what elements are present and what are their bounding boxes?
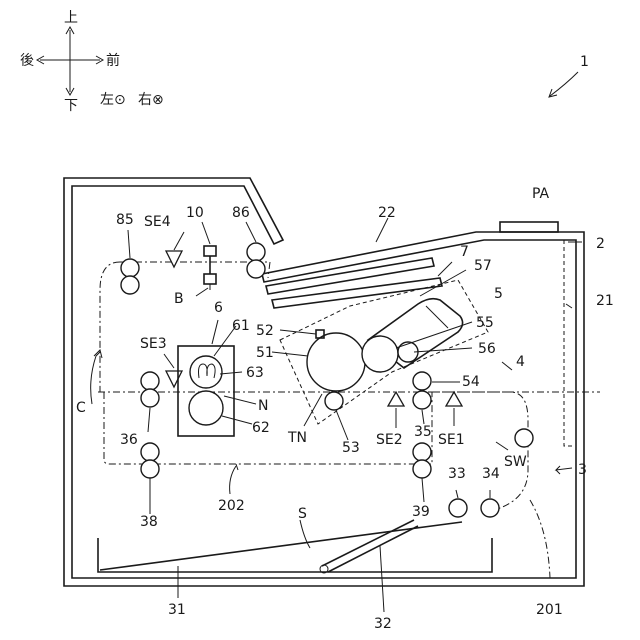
side-cover: [564, 240, 572, 446]
label-se4: SE4: [144, 214, 171, 230]
label-85: 85: [116, 212, 134, 228]
label-21: 21: [596, 293, 614, 309]
left-label: 左⊙: [100, 92, 126, 108]
operation-panel: [500, 222, 558, 232]
label-36: 36: [120, 432, 138, 448]
up-label: 上: [64, 10, 78, 26]
label-se2: SE2: [376, 432, 403, 448]
label-51: 51: [256, 345, 274, 361]
sensor-se1: [446, 392, 462, 406]
label-63: 63: [246, 365, 264, 381]
label-se3: SE3: [140, 336, 167, 352]
roller-36a: [141, 372, 159, 390]
label-39: 39: [412, 504, 430, 520]
orientation-compass: 上 下 後 前 左⊙ 右⊗: [20, 10, 164, 114]
roller-38a: [141, 443, 159, 461]
label-33: 33: [448, 466, 466, 482]
label-38: 38: [140, 514, 158, 530]
device-leader-arrow: [550, 72, 578, 96]
label-32: 32: [374, 616, 392, 632]
pressure-roller-62: [189, 391, 223, 425]
paper-path-201: [530, 500, 550, 578]
reference-labels: PA SE4 10 85 86 22 2 7 57 21 B 5 6 61 52…: [76, 186, 614, 632]
label-35: 35: [414, 424, 432, 440]
label-sw: SW: [504, 454, 527, 470]
label-n: N: [258, 398, 268, 414]
label-tn: TN: [287, 430, 307, 446]
left-return-path: [100, 262, 120, 392]
sensor-roller-sw: [515, 429, 533, 447]
roller-54: [413, 372, 431, 390]
label-202: 202: [218, 498, 245, 514]
label-34: 34: [482, 466, 500, 482]
label-b: B: [174, 291, 184, 307]
label-62: 62: [252, 420, 270, 436]
sensor-se2: [388, 392, 404, 406]
label-3: 3: [578, 462, 587, 478]
label-55: 55: [476, 315, 494, 331]
label-se1: SE1: [438, 432, 465, 448]
label-86: 86: [232, 205, 250, 221]
photoconductor-drum-51: [307, 333, 365, 391]
label-10: 10: [186, 205, 204, 221]
roller-86a: [247, 243, 265, 261]
down-label: 下: [64, 98, 78, 114]
label-7: 7: [460, 244, 469, 260]
roller-53: [325, 392, 343, 410]
developing-roller-55: [362, 336, 398, 372]
sensor-se4: [166, 251, 182, 267]
paper-path-202: [236, 464, 238, 470]
label-pa: PA: [532, 186, 550, 202]
label-61: 61: [232, 318, 250, 334]
label-53: 53: [342, 440, 360, 456]
label-31: 31: [168, 602, 186, 618]
roller-39a: [413, 443, 431, 461]
roller-39b: [413, 460, 431, 478]
device-number-label: 1: [580, 54, 589, 70]
heating-roller-61: [190, 356, 222, 388]
front-label: 前: [106, 52, 120, 69]
leader-lines: [91, 218, 582, 612]
roller-86b: [247, 260, 265, 278]
right-label: 右⊗: [138, 92, 164, 108]
roller-85b: [121, 276, 139, 294]
label-s: S: [298, 506, 307, 522]
label-5: 5: [494, 286, 503, 302]
label-56: 56: [478, 341, 496, 357]
label-22: 22: [378, 205, 396, 221]
roller-85a: [121, 259, 139, 277]
component-10: [204, 246, 216, 290]
label-57: 57: [474, 258, 492, 274]
roller-36b: [141, 389, 159, 407]
label-54: 54: [462, 374, 480, 390]
roller-33: [449, 499, 467, 517]
label-201: 201: [536, 602, 563, 618]
roller-34: [481, 499, 499, 517]
cover-7: [272, 278, 442, 308]
label-c: C: [76, 400, 86, 416]
fixing-unit-6: [178, 346, 234, 436]
label-52: 52: [256, 323, 274, 339]
roller-35: [413, 391, 431, 409]
label-4: 4: [516, 354, 525, 370]
label-2: 2: [596, 236, 605, 252]
roller-38b: [141, 460, 159, 478]
label-6: 6: [214, 300, 223, 316]
sensor-se3: [166, 371, 182, 387]
back-label: 後: [20, 53, 34, 69]
